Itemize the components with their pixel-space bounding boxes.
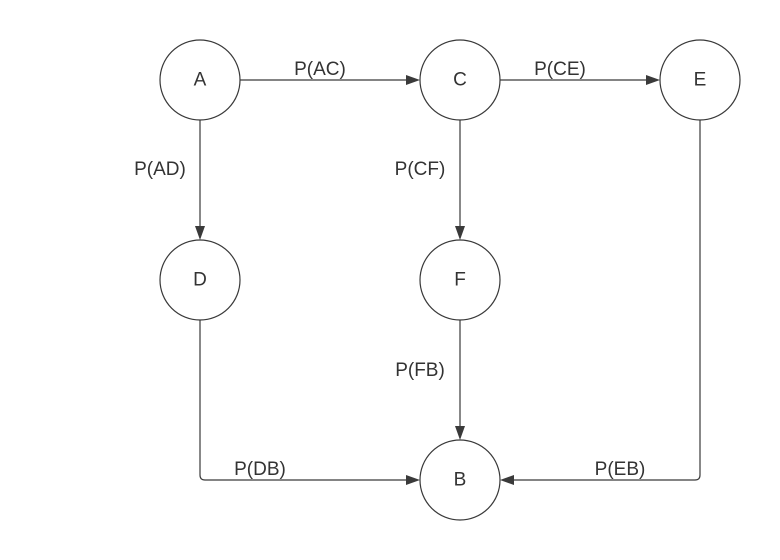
edge-c-f-label: P(CF)	[395, 159, 446, 180]
edge-a-c: P(AC)	[240, 59, 420, 85]
edge-e-b-arrow	[500, 475, 514, 485]
node-f-label: F	[454, 270, 466, 291]
node-e-label: E	[694, 70, 707, 91]
node-b: B	[419, 439, 501, 521]
edge-c-e-label: P(CE)	[534, 59, 586, 80]
node-d: D	[159, 239, 241, 321]
edge-c-f-arrow	[455, 226, 465, 240]
node-b-circle	[419, 439, 501, 521]
edge-f-b: P(FB)	[395, 320, 465, 440]
node-d-label: D	[193, 270, 207, 291]
edges: P(AC) P(CE) P(AD) P(CF) P(FB)	[134, 59, 701, 485]
node-e: E	[659, 39, 741, 121]
edge-a-d-label: P(AD)	[134, 159, 186, 180]
node-a: A	[159, 39, 241, 121]
node-e-circle	[659, 39, 741, 121]
edge-a-d-arrow	[195, 226, 205, 240]
edge-d-b-line	[199, 320, 409, 481]
edge-f-b-label: P(FB)	[395, 360, 445, 381]
nodes: A C E D F B	[159, 39, 741, 521]
node-c-label: C	[453, 70, 467, 91]
node-c: C	[419, 39, 501, 121]
edge-e-b: P(EB)	[500, 120, 701, 485]
node-b-label: B	[454, 470, 467, 491]
edge-c-f: P(CF)	[395, 120, 465, 240]
node-a-circle	[159, 39, 241, 121]
edge-c-e: P(CE)	[500, 59, 660, 85]
edge-a-c-arrow	[406, 75, 420, 85]
node-c-circle	[419, 39, 501, 121]
node-d-circle	[159, 239, 241, 321]
edge-d-b: P(DB)	[199, 320, 420, 485]
edge-a-d: P(AD)	[134, 120, 205, 240]
edge-e-b-label: P(EB)	[595, 459, 646, 480]
edge-a-c-label: P(AC)	[294, 59, 346, 80]
node-a-label: A	[194, 70, 207, 91]
edge-e-b-line	[511, 120, 701, 481]
edge-d-b-label: P(DB)	[234, 459, 286, 480]
node-f: F	[419, 239, 501, 321]
edge-c-e-arrow	[646, 75, 660, 85]
node-f-circle	[419, 239, 501, 321]
edge-d-b-arrow	[406, 475, 420, 485]
edge-f-b-arrow	[455, 426, 465, 440]
